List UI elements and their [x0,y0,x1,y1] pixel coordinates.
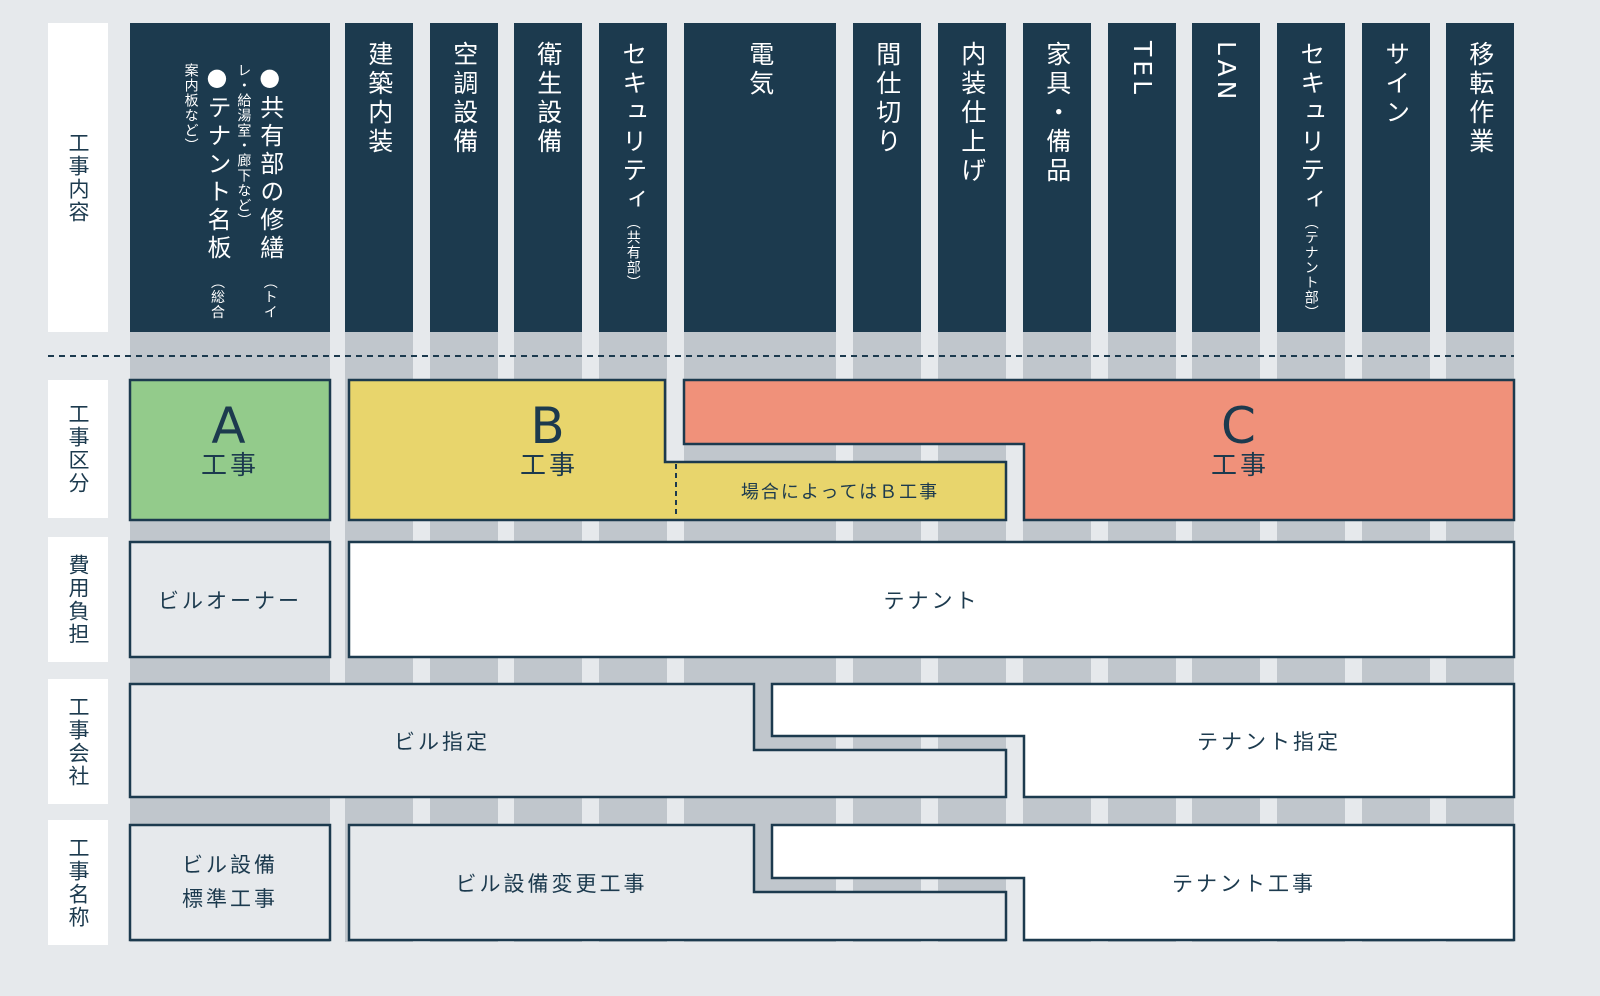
header-col: 家具・備品 [1023,23,1091,332]
row-label-text: 工事会社 [66,695,90,788]
tenant-work-label: テナント工事 [1172,871,1316,896]
header-col-label: 移転作業 [1465,41,1495,157]
header-col-note: （共有部） [624,215,641,290]
row-label-category: 工事区分 [48,380,108,518]
header-col-label: 空調設備 [449,41,479,157]
header-col: 間仕切り [853,23,921,332]
tenant-cost-box [347,540,1516,659]
header-col-label: 家具・備品 [1042,41,1072,186]
building-contractor-shape [128,682,1008,799]
header-col-label: 衛生設備 [533,41,563,157]
header-col-label: LAN [1211,41,1241,104]
standard-work-line1: ビル設備 [182,852,278,877]
standard-work-box [128,823,332,942]
header-col: TEL [1108,23,1176,332]
header-col: 建築内装 [345,23,413,332]
c-work-shape [682,378,1516,522]
b-letter: B [530,397,568,455]
header-col-label: 内装仕上げ [957,41,987,186]
a-work-box [128,378,332,522]
header-col: 空調設備 [430,23,498,332]
header-col-label: セキュリティ（テナント部） [1296,41,1326,332]
row-label-text: 工事名称 [66,836,90,929]
row-label-cost: 費用負担 [48,537,108,662]
header-col-note: （テナント部） [1302,215,1319,320]
header-col: 電気 [684,23,836,332]
header-col-label: TEL [1127,41,1157,98]
header-col: セキュリティ（テナント部） [1277,23,1345,332]
header-col: 内装仕上げ [938,23,1006,332]
header-col-text: セキュリティ [618,41,648,215]
row-label-contractor: 工事会社 [48,679,108,804]
row-label-content: 工事内容 [48,23,108,332]
b-work-shape [347,378,1008,522]
header-col-text: セキュリティ [1296,41,1326,215]
header-col: 移転作業 [1446,23,1514,332]
header-col: サイン [1362,23,1430,332]
header-col-label: サイン [1381,41,1411,128]
tenant-cost-label: テナント [883,588,980,613]
a-label: 工事 [200,450,259,481]
col-a-item2: ●テナント名板 [203,63,231,263]
b-label: 工事 [519,450,578,481]
header-col-label: 電気 [745,41,775,99]
row-label-text: 工事区分 [66,403,90,495]
header-col: 衛生設備 [514,23,582,332]
owner-cost-label: ビルオーナー [158,588,302,613]
col-a-item1-note: （トイレ・給湯室・廊下など） [235,63,278,320]
a-work-label: A 工事 [130,400,330,480]
a-letter: A [211,397,249,455]
tenant-contractor-label: テナント指定 [1197,729,1341,754]
standard-work-label: ビル設備 標準工事 [130,825,330,940]
col-a-item1: ●共有部の修繕 [255,63,284,263]
header-col: セキュリティ（共有部） [599,23,667,332]
b-work-label: B 工事 [449,400,649,480]
change-work-label: ビル設備変更工事 [455,871,648,896]
header-col-label: セキュリティ（共有部） [618,41,648,332]
tenant-work-shape [770,823,1516,942]
header-col-label: 建築内装 [364,41,394,157]
row-label-text: 工事内容 [66,131,90,224]
row-label-text: 費用負担 [66,553,90,646]
row-label-name: 工事名称 [48,820,108,945]
tenant-contractor-shape [770,682,1516,799]
c-letter: C [1221,397,1259,455]
b-optional-label: 場合によってはＢ工事 [740,482,940,503]
col-a-item2-note: （総合案内板など） [182,63,225,320]
header-col-a: ●共有部の修繕 （トイレ・給湯室・廊下など） ●テナント名板 （総合案内板など） [130,23,330,332]
building-contractor-label: ビル指定 [394,729,490,754]
standard-work-line2: 標準工事 [182,886,278,911]
c-work-label: C 工事 [1140,400,1340,480]
owner-cost-box [128,540,332,659]
change-work-shape [347,823,1008,942]
col-a-text: ●共有部の修繕 （トイレ・給湯室・廊下など） ●テナント名板 （総合案内板など） [177,63,284,332]
header-col-label: 間仕切り [872,41,902,157]
c-label: 工事 [1210,450,1269,481]
header-col: LAN [1192,23,1260,332]
